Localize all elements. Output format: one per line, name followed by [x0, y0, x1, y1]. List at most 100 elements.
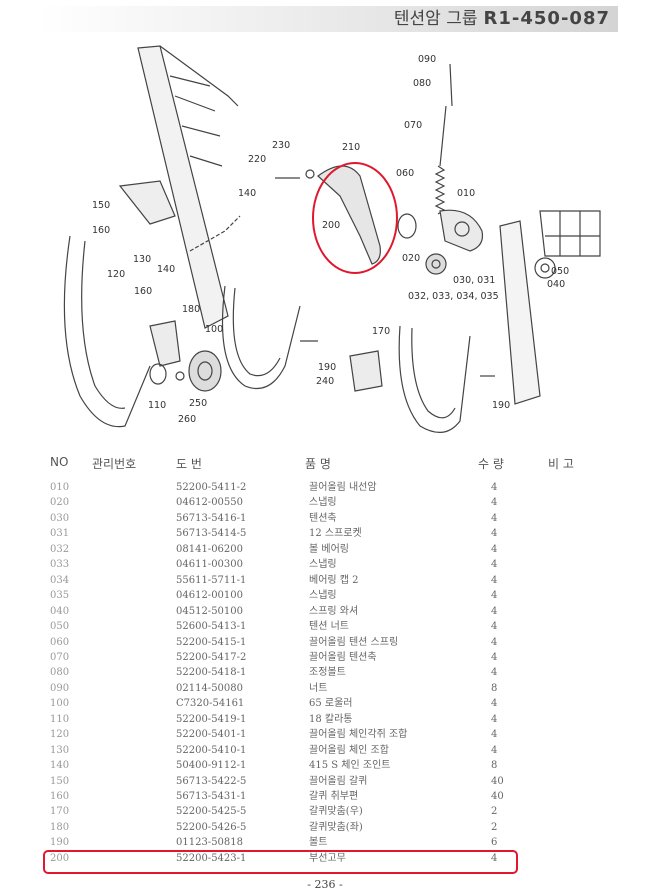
- table-row: 120 52200-5401-1 끌어올림 체인각쥐 조합 4: [0, 727, 650, 742]
- row-part-number: 04512-50100: [176, 605, 244, 617]
- row-no: 080: [50, 667, 70, 679]
- row-part-number: 56713-5416-1: [176, 512, 247, 524]
- row-no: 110: [50, 713, 70, 725]
- row-part-number: 52200-5417-2: [176, 651, 247, 663]
- row-part-number: 52200-5411-2: [176, 482, 247, 493]
- row-qty: 8: [491, 682, 498, 694]
- row-part-name: 끌어올림 갈퀴: [309, 775, 368, 787]
- row-no: 150: [50, 775, 70, 787]
- row-qty: 4: [491, 651, 498, 663]
- row-qty: 6: [491, 837, 498, 849]
- table-row: 090 02114-50080 너트 8: [0, 681, 650, 696]
- row-part-number: 52200-5419-1: [176, 713, 247, 725]
- callout-210: 210: [342, 142, 360, 153]
- header-name: 품 명: [305, 457, 331, 471]
- row-part-name: 끌어올림 텐션축: [309, 651, 377, 663]
- row-no: 060: [50, 636, 70, 648]
- callout-080: 080: [413, 78, 431, 89]
- row-part-name: 끌어올림 체인각쥐 조합: [309, 729, 408, 741]
- row-no: 050: [50, 621, 70, 633]
- row-no: 033: [50, 559, 70, 571]
- row-part-number: C7320-54161: [176, 698, 245, 710]
- callout-160: 160: [92, 225, 110, 236]
- row-qty: 2: [491, 806, 498, 818]
- callout-190b: 190: [492, 400, 510, 411]
- row-qty: 4: [491, 590, 498, 602]
- row-qty: 4: [491, 497, 498, 509]
- callout-260: 260: [178, 414, 196, 425]
- row-part-name: 갈퀴맞춤(좌): [309, 821, 363, 833]
- callout-160b: 160: [134, 286, 152, 297]
- row-qty: 4: [491, 636, 498, 648]
- row-no: 200: [50, 852, 70, 864]
- callout-190: 190: [318, 362, 336, 373]
- row-part-number: 01123-50818: [176, 837, 244, 849]
- row-part-name: 부선고무: [309, 852, 346, 864]
- row-part-number: 02114-50080: [176, 682, 244, 694]
- row-no: 034: [50, 574, 70, 586]
- row-200-highlight: [43, 850, 518, 874]
- row-no: 040: [50, 605, 70, 617]
- row-qty: 4: [491, 621, 498, 633]
- row-part-number: 52200-5415-1: [176, 636, 247, 648]
- row-qty: 2: [491, 821, 498, 833]
- callout-110: 110: [148, 400, 166, 411]
- row-no: 100: [50, 698, 70, 710]
- row-no: 030: [50, 512, 70, 524]
- row-no: 010: [50, 482, 70, 493]
- row-part-number: 56713-5414-5: [176, 528, 247, 540]
- row-qty: 40: [491, 791, 504, 802]
- table-row: 040 04512-50100 스프링 와셔 4: [0, 604, 650, 619]
- row-qty: 4: [491, 543, 498, 555]
- callout-032-035: 032, 033, 034, 035: [408, 291, 499, 302]
- row-part-number: 52200-5423-1: [176, 852, 247, 864]
- callout-250: 250: [189, 398, 207, 409]
- row-qty: 4: [491, 698, 498, 710]
- callout-140: 140: [238, 188, 256, 199]
- row-part-number: 50400-9112-1: [176, 760, 247, 772]
- row-no: 120: [50, 729, 70, 741]
- row-part-name: 텐션 너트: [309, 621, 349, 633]
- row-part-number: 52200-5401-1: [176, 729, 247, 741]
- row-qty: 4: [491, 482, 498, 493]
- row-part-name: 볼트: [309, 837, 328, 849]
- row-no: 070: [50, 651, 70, 663]
- row-part-name: 갈퀴맞춤(우): [309, 806, 363, 818]
- row-part-name: 너트: [309, 682, 328, 694]
- row-part-name: 조정볼트: [309, 667, 346, 679]
- row-qty: 4: [491, 852, 498, 864]
- callout-010: 010: [457, 188, 475, 199]
- header-qty: 수 량: [478, 457, 504, 471]
- row-part-number: 08141-06200: [176, 543, 244, 555]
- row-part-name: 스프링 와셔: [309, 605, 359, 617]
- row-no: 032: [50, 543, 70, 555]
- callout-050: 050: [551, 266, 569, 277]
- row-no: 180: [50, 821, 70, 833]
- header-no: NO: [50, 455, 69, 469]
- row-qty: 4: [491, 605, 498, 617]
- table-header: NO 관리번호 도 번 품 명 수 량 비 고: [0, 455, 650, 473]
- row-no: 160: [50, 791, 70, 802]
- row-part-number: 04611-00300: [176, 559, 244, 571]
- row-no: 035: [50, 590, 70, 602]
- row-part-number: 56713-5422-5: [176, 775, 247, 787]
- row-no: 140: [50, 760, 70, 772]
- row-part-name: 베어링 캡 2: [309, 574, 359, 586]
- row-no: 090: [50, 682, 70, 694]
- row-part-name: 스냅링: [309, 590, 337, 602]
- row-part-number: 52600-5413-1: [176, 621, 247, 633]
- row-part-name: 스냅링: [309, 559, 337, 571]
- row-qty: 4: [491, 729, 498, 741]
